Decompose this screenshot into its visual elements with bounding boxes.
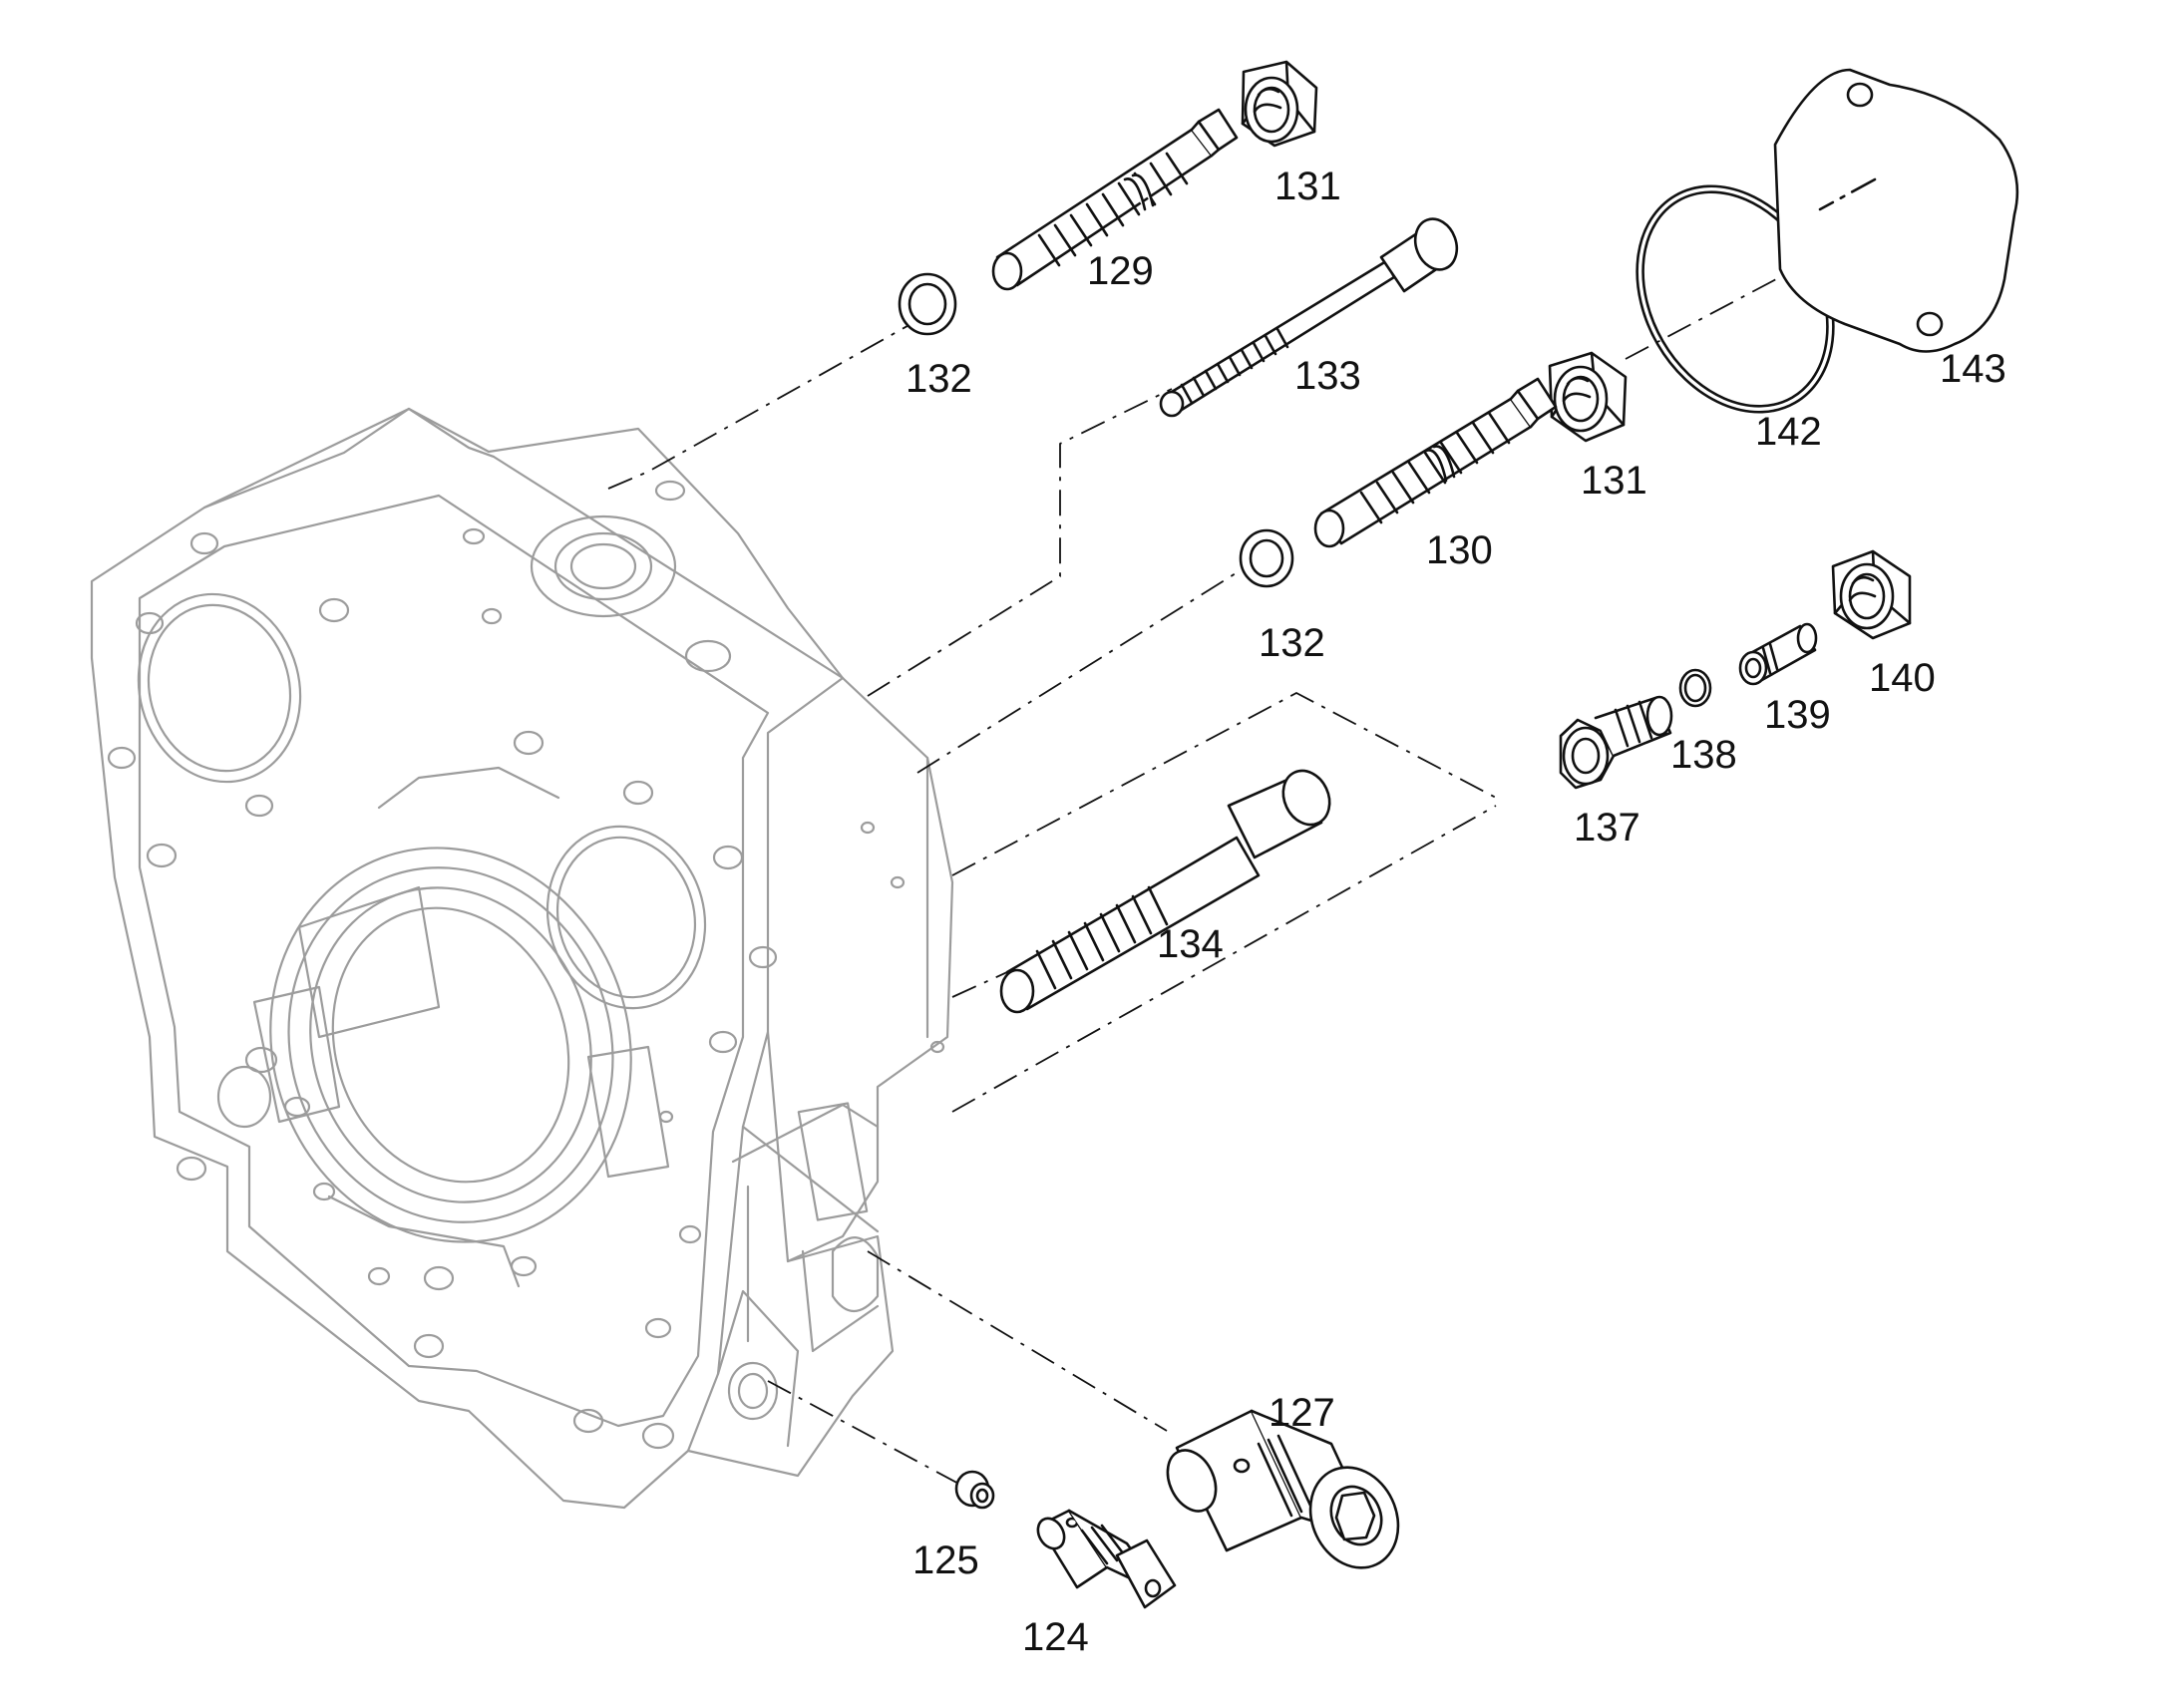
label-143: 143 bbox=[1940, 347, 2006, 391]
label-132-top: 132 bbox=[906, 357, 972, 401]
part-134-bolt bbox=[999, 769, 1331, 1014]
part-124-valve-cartridge bbox=[1036, 1509, 1177, 1609]
label-127: 127 bbox=[1269, 1391, 1335, 1435]
label-130: 130 bbox=[1426, 528, 1493, 572]
leader-line-132b bbox=[916, 562, 1253, 774]
part-131-nut-top bbox=[1241, 60, 1318, 148]
part-140-cap-nut bbox=[1831, 549, 1912, 640]
part-127-relief-valve bbox=[1166, 1409, 1400, 1569]
part-131-nut-middle bbox=[1548, 351, 1628, 443]
part-130-adjusting-screw bbox=[1313, 377, 1558, 548]
part-143-cover-plate bbox=[1773, 68, 2019, 353]
part-132-washer-top bbox=[898, 272, 957, 336]
leader-line-134b bbox=[951, 805, 1497, 1113]
label-131-top: 131 bbox=[1274, 165, 1341, 208]
pump-housing bbox=[90, 407, 954, 1510]
label-137: 137 bbox=[1574, 806, 1640, 850]
label-142: 142 bbox=[1755, 410, 1822, 454]
label-125: 125 bbox=[912, 1538, 979, 1582]
part-137-adapter bbox=[1559, 695, 1673, 790]
leader-line-133 bbox=[867, 388, 1173, 697]
part-129-adjusting-screw bbox=[991, 108, 1239, 291]
label-140: 140 bbox=[1869, 656, 1936, 700]
label-138: 138 bbox=[1670, 733, 1737, 777]
part-labels: 131 129 132 133 143 142 131 130 132 140 … bbox=[906, 165, 2006, 1659]
part-132-washer-middle bbox=[1239, 528, 1294, 588]
part-138-seal-ring bbox=[1678, 668, 1712, 708]
leader-line-125 bbox=[767, 1380, 963, 1487]
leader-line-137 bbox=[951, 691, 1497, 876]
part-125-small-plug bbox=[954, 1470, 995, 1510]
leader-lines bbox=[607, 223, 1881, 1487]
part-139-plug bbox=[1738, 622, 1818, 686]
label-139: 139 bbox=[1764, 693, 1831, 737]
label-124: 124 bbox=[1022, 1615, 1089, 1659]
label-134: 134 bbox=[1157, 922, 1224, 966]
part-133-long-bolt bbox=[1159, 217, 1459, 418]
label-129: 129 bbox=[1087, 249, 1154, 293]
label-133: 133 bbox=[1294, 354, 1361, 398]
leader-line-132a bbox=[607, 308, 938, 490]
label-131-middle: 131 bbox=[1581, 459, 1647, 503]
leader-line-127 bbox=[867, 1250, 1168, 1432]
leader-line-134 bbox=[951, 971, 1008, 998]
label-132-middle: 132 bbox=[1259, 621, 1325, 665]
